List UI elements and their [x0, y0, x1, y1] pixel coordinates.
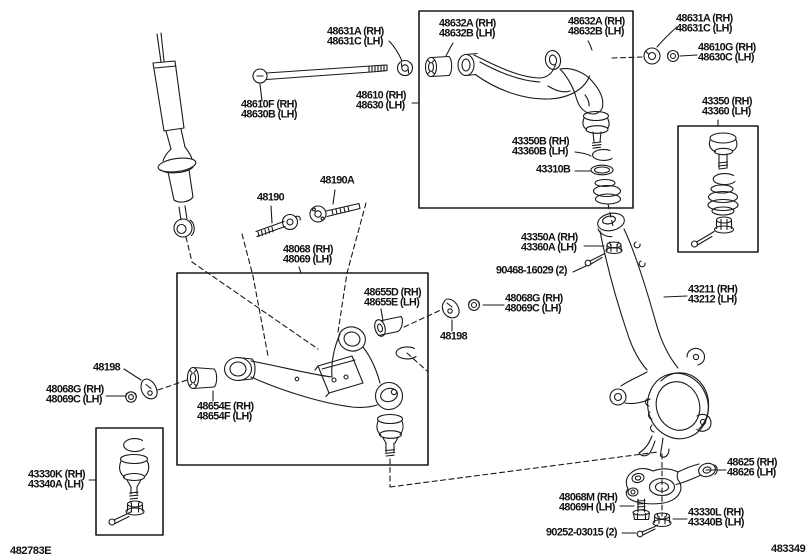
bushing-48654e-drawing — [188, 368, 217, 389]
lower-control-arm-drawing — [225, 324, 403, 410]
nut-48610g-drawing — [668, 51, 679, 62]
upper-ball-joint-parts-drawing — [583, 112, 621, 205]
washer-48631a-right-drawing — [644, 48, 660, 64]
cotter-pin-90468-drawing — [585, 254, 604, 266]
ball-joint-kit-box-43350 — [678, 126, 758, 252]
bolt-48190-drawing — [256, 215, 300, 237]
ball-joint-kit-43350-drawing — [692, 133, 739, 247]
bolt-48068m-drawing — [633, 499, 650, 520]
nut-43330l-drawing — [653, 513, 671, 527]
nut-48068g-right-drawing — [469, 300, 480, 311]
upper-control-arm-drawing — [426, 49, 603, 114]
washer-48631a-left-drawing — [398, 61, 413, 76]
leader-lines — [89, 27, 726, 533]
diagram-code-left: 482783E — [10, 545, 52, 557]
ball-joint-kit-43330k-drawing — [109, 439, 149, 525]
cam-plate-48198-right-drawing — [442, 299, 459, 318]
nut-48068g-left-drawing — [126, 392, 137, 402]
cam-plate-48198-left-drawing — [141, 379, 157, 399]
bolt-48610f-drawing — [253, 65, 387, 83]
bolt-48190a-drawing — [310, 204, 360, 223]
diagram-code-right: 483349 — [771, 543, 806, 555]
snap-ring-48655-drawing — [396, 347, 416, 359]
bracket-48625-drawing — [626, 462, 717, 504]
lower-arm-box — [177, 273, 428, 465]
detail-boxes — [96, 11, 758, 535]
ball-joint-kit-box-43330k — [96, 428, 163, 535]
bushing-48655d-drawing — [373, 317, 402, 338]
nut-43350a-drawing — [606, 242, 622, 254]
lower-ball-joint-drawing — [377, 415, 403, 457]
upper-arm-box — [419, 11, 633, 208]
steering-knuckle-drawing — [596, 211, 717, 457]
dashed-assembly-lines — [158, 57, 662, 512]
shock-absorber-drawing — [153, 33, 197, 237]
cotter-pin-90252-drawing — [637, 525, 657, 537]
